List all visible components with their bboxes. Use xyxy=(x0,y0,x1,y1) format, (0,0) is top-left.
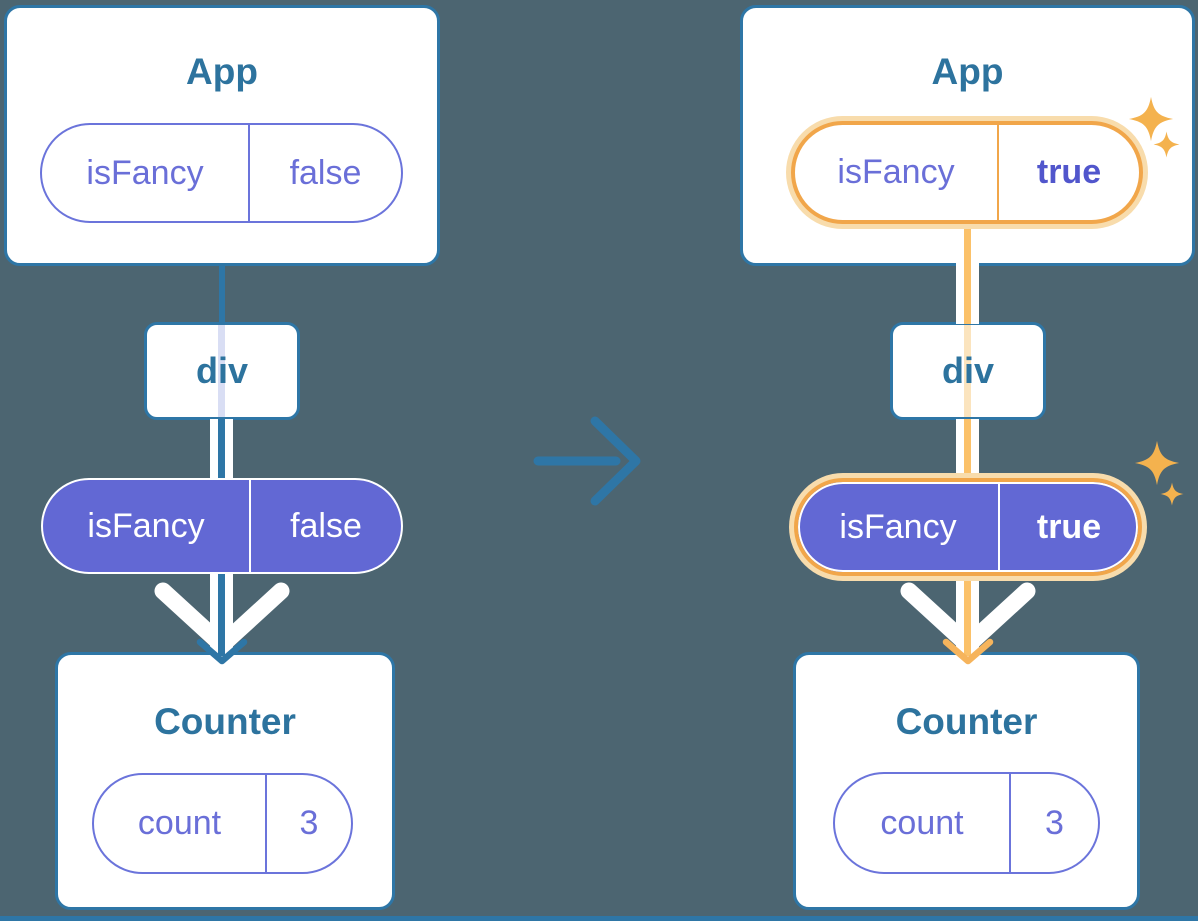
app-title: App xyxy=(186,51,258,92)
tree-edge-div-pill-left xyxy=(210,419,233,480)
app-card-left: App isFancy false xyxy=(4,5,440,266)
counter-card-right: Counter count 3 xyxy=(793,652,1140,910)
edge-core xyxy=(964,419,971,478)
pill-key: count xyxy=(137,804,222,842)
counter-title: Counter xyxy=(895,701,1038,742)
pill-value: true xyxy=(997,125,1139,220)
app-card-right: App isFancy true xyxy=(740,5,1195,266)
edge-core xyxy=(964,263,971,324)
sparkle-icon xyxy=(1128,96,1174,142)
div-label: div xyxy=(941,350,994,391)
counter-card-left: Counter count 3 xyxy=(55,652,395,910)
app-state-pill-left: isFancy false xyxy=(40,123,403,223)
pill-key: isFancy xyxy=(837,153,955,191)
edge-core xyxy=(218,419,225,480)
pill-value: false xyxy=(248,125,401,221)
div-label: div xyxy=(195,350,248,391)
tree-arrowhead-icon xyxy=(196,638,248,665)
edge-core xyxy=(218,574,225,656)
sparkle-icon xyxy=(1134,440,1180,486)
tree-edge-pill-counter-left xyxy=(210,574,233,656)
pill-value: false xyxy=(249,480,401,572)
pill-key: count xyxy=(880,803,964,842)
prop-pill-left: isFancy false xyxy=(41,478,403,574)
pill-key: isFancy xyxy=(839,507,957,546)
tree-edge-app-div-left xyxy=(219,263,225,324)
pill-value: true xyxy=(998,482,1138,572)
div-node-left: div xyxy=(144,322,300,420)
state-thread-right xyxy=(964,325,971,417)
div-node-right: div xyxy=(890,322,1046,420)
transition-arrow-icon xyxy=(533,416,641,506)
pill-value: 3 xyxy=(1009,774,1098,872)
pill-value: 3 xyxy=(265,775,351,872)
bottom-edge-line xyxy=(0,916,1198,921)
prop-line-div-pill-right xyxy=(956,419,979,478)
app-state-pill-right: isFancy true xyxy=(791,121,1143,224)
counter-title: Counter xyxy=(154,701,296,742)
prop-pill-right: isFancy true xyxy=(794,478,1142,576)
pill-key: isFancy xyxy=(87,506,205,545)
prop-line-pill-counter-right xyxy=(956,581,979,656)
tree-arrowhead-icon xyxy=(942,638,994,665)
state-thread-left xyxy=(218,325,225,417)
prop-line-in-card xyxy=(964,224,971,263)
counter-state-pill-right: count 3 xyxy=(833,772,1100,874)
sparkle-icon xyxy=(1160,482,1184,506)
pill-key: isFancy xyxy=(86,153,204,192)
counter-state-pill-left: count 3 xyxy=(92,773,353,874)
sparkle-icon xyxy=(1153,131,1180,158)
app-title: App xyxy=(931,51,1004,92)
edge-core xyxy=(964,581,971,656)
prop-line-app-div-right xyxy=(956,263,979,324)
